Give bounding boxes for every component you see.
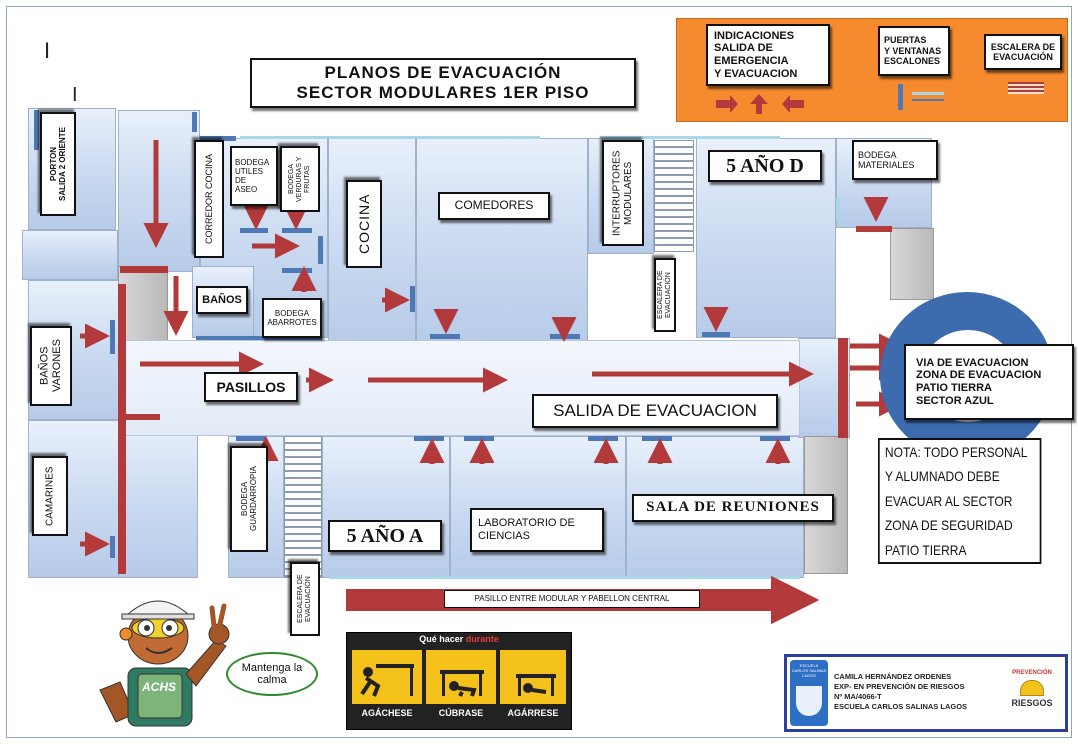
window (240, 136, 540, 139)
legend-stairs: ESCALERA DE EVACUACIÓN (984, 34, 1062, 70)
label-cocina: COCINA (346, 180, 382, 268)
escape-route-bar (120, 266, 168, 273)
door (200, 136, 236, 141)
hold-icon (516, 674, 556, 696)
door (110, 536, 115, 558)
escape-route-bar (856, 226, 892, 232)
note-box: NOTA: TODO PERSONAL Y ALUMNADO DEBE EVAC… (878, 438, 1042, 564)
door (196, 336, 256, 340)
legend-door-icon (898, 84, 903, 110)
label-corredor-cocina: CORREDOR COCINA (194, 140, 224, 258)
label-pasillo-entre: PASILLO ENTRE MODULAR Y PABELLON CENTRAL (444, 590, 700, 608)
label-zone: VIA DE EVACUACION ZONA DE EVACUACION PAT… (904, 344, 1074, 420)
poster-step-2: CÚBRASE (438, 708, 484, 718)
door (760, 436, 790, 441)
credits-line-3: Nº MA/4066-T (834, 692, 882, 702)
label-bodega-verduras: BODEGA VERDURAS Y FRUTAS (280, 146, 320, 212)
credits-text: CAMILA HERNÁNDEZ ORDENES EXP- EN PREVENC… (834, 672, 994, 713)
door (252, 336, 322, 340)
title-line-2: SECTOR MODULARES 1ER PISO (296, 83, 590, 102)
door (414, 436, 444, 441)
room-5-ano-a (322, 436, 450, 578)
legend-step-icon (912, 99, 944, 101)
label-escalera-1: ESCALERA DE EVACUACIÓN (654, 258, 676, 332)
label-sala-reuniones: SALA DE REUNIONES (632, 494, 834, 522)
door (430, 334, 460, 339)
prevention-logo-top: PREVENCIÓN (1012, 670, 1052, 676)
room-left-top (22, 230, 118, 280)
door (192, 112, 197, 132)
prevention-logo-bottom: RIESGOS (1011, 698, 1053, 708)
door (550, 334, 580, 339)
door (282, 228, 312, 233)
label-5-ano-d: 5 AÑO D (708, 150, 822, 182)
credits-line-4: ESCUELA CARLOS SALINAS LAGOS (834, 702, 968, 712)
door (110, 320, 115, 354)
wall-block (890, 228, 934, 300)
door (702, 332, 730, 337)
mascot-badge: ACHS (142, 680, 177, 694)
legend-indications: INDICACIONES SALIDA DE EMERGENCIA Y EVAC… (706, 24, 830, 86)
crouch-icon (360, 664, 414, 697)
door (236, 436, 266, 441)
label-bodega-materiales: BODEGA MATERIALES (852, 140, 938, 180)
poster-header-prefix: Qué hacer (419, 634, 464, 644)
page-title: PLANOS DE EVACUACIÓN SECTOR MODULARES 1E… (250, 58, 636, 108)
label-bodega-utiles: BODEGA UTILES DE ASEO (230, 146, 278, 206)
cover-icon (440, 670, 484, 697)
legend-window-icon (912, 92, 944, 95)
door (318, 236, 323, 264)
room-laboratorio (450, 436, 626, 578)
door (464, 436, 494, 441)
label-comedores: COMEDORES (438, 192, 550, 220)
speech-bubble: Mantenga la calma (226, 652, 318, 696)
label-pasillos: PASILLOS (204, 372, 298, 402)
title-line-1: PLANOS DE EVACUACIÓN (324, 63, 562, 83)
label-interruptores: INTERRUPTORES MODULARES (602, 140, 644, 246)
label-bodega-guardarropia: BODEGA GUARDARROPIA (230, 446, 268, 552)
door (588, 436, 618, 441)
room-corredor-cocina (118, 110, 200, 272)
legend-arrows-icon (716, 94, 804, 114)
label-banos-varones: BAÑOS VARONES (30, 326, 72, 406)
label-salida-evacuacion: SALIDA DE EVACUACION (532, 394, 778, 428)
door (34, 110, 39, 150)
poster-step-3: AGÁRRESE (507, 708, 559, 718)
window (330, 576, 800, 579)
label-camarines: CAMARINES (32, 456, 68, 536)
escape-route-vertical (118, 284, 126, 574)
escape-route-bar (120, 414, 160, 420)
window (600, 136, 780, 139)
room-lower-left (118, 420, 198, 578)
poster-step-1: AGÁCHESE (361, 708, 413, 718)
room-comedores (416, 138, 588, 344)
school-logo-shield (796, 686, 822, 716)
stairs-bottom (284, 436, 322, 578)
legend-stairs-icon (1008, 82, 1044, 94)
credits-line-1: CAMILA HERNÁNDEZ ORDENES (834, 672, 952, 681)
prevention-logo-icon (1020, 680, 1044, 696)
legend-doors: PUERTAS Y VENTANAS ESCALONES (878, 26, 950, 76)
door (240, 228, 268, 233)
stray-mark: I (44, 38, 51, 63)
stray-mark: I (72, 84, 78, 106)
label-porton: PORTON SALIDA 2 ORIENTE (40, 112, 76, 216)
stairs-top (654, 140, 694, 252)
poster-header: Qué hacer durante (356, 634, 562, 646)
label-laboratorio: LABORATORIO DE CIENCIAS (470, 508, 604, 552)
door (410, 286, 415, 312)
school-logo-text: ESCUELA CARLOS SALINAS LAGOS (791, 663, 827, 678)
door (642, 436, 672, 441)
window (836, 198, 840, 220)
door (282, 268, 312, 273)
label-5-ano-a: 5 AÑO A (328, 520, 442, 552)
credits-line-2: EXP- EN PREVENCIÓN DE RIESGOS (834, 682, 965, 692)
escape-route-bar (838, 338, 848, 438)
label-escalera-2: ESCALERA DE EVACUACIÓN (290, 562, 320, 636)
mascot-illustration (99, 600, 230, 727)
label-bodega-abarrotes: BODEGA ABARROTES (262, 298, 322, 338)
label-banos: BAÑOS (196, 286, 248, 314)
poster-header-highlight: durante (465, 634, 499, 644)
